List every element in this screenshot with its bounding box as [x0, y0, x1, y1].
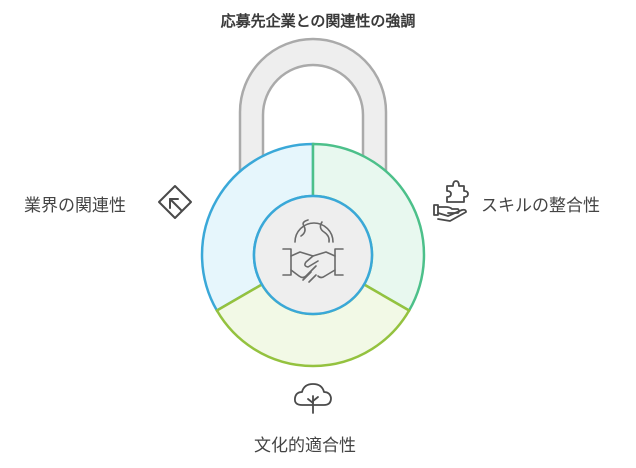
hand-puzzle-icon: [433, 180, 469, 222]
diamond-arrow-icon: [158, 185, 192, 219]
globe-handshake-icon: [282, 219, 344, 283]
label-skill-alignment: スキルの整合性: [481, 196, 600, 216]
tree-icon: [293, 383, 332, 414]
label-industry-relevance: 業界の関連性: [24, 196, 126, 216]
diagram-title: 応募先企業との関連性の強調: [220, 12, 416, 30]
center-circle: [252, 194, 374, 316]
label-cultural-fit: 文化的適合性: [254, 436, 356, 456]
ring-segments: [200, 142, 426, 368]
